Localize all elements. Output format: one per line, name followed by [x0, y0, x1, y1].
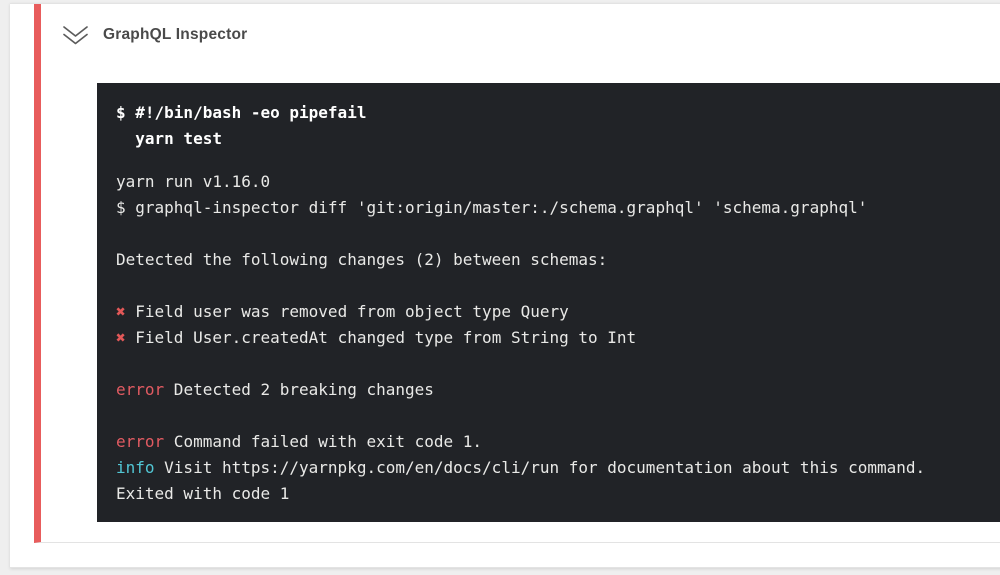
terminal-line	[116, 273, 1000, 299]
line-text: yarn test	[116, 129, 222, 148]
error-label: error	[116, 380, 165, 399]
terminal-line: Detected the following changes (2) betwe…	[116, 247, 1000, 273]
terminal-line: ✖ Field User.createdAt changed type from…	[116, 325, 1000, 351]
line-text: Field user was removed from object type …	[125, 302, 569, 321]
breaking-change-cross-icon: ✖	[116, 302, 126, 321]
double-chevron-down-icon[interactable]	[62, 25, 89, 45]
line-text: Command failed with exit code 1.	[164, 432, 483, 451]
line-text: yarn run v1.16.0	[116, 172, 271, 191]
breaking-change-cross-icon: ✖	[116, 328, 126, 347]
terminal-line	[116, 152, 1000, 169]
line-text: Exited with code 1	[116, 484, 290, 503]
terminal-line	[116, 351, 1000, 377]
terminal-line: $ #!/bin/bash -eo pipefail	[116, 100, 1000, 126]
line-text: Field User.createdAt changed type from S…	[125, 328, 637, 347]
terminal-line: yarn run v1.16.0	[116, 169, 1000, 195]
failed-step-section: GraphQL Inspector $ #!/bin/bash -eo pipe…	[34, 4, 1000, 543]
step-header[interactable]: GraphQL Inspector	[41, 4, 1000, 45]
step-title: GraphQL Inspector	[103, 26, 248, 43]
terminal-line: yarn test	[116, 126, 1000, 152]
terminal-line: error Detected 2 breaking changes	[116, 377, 1000, 403]
terminal-line: ✖ Field user was removed from object typ…	[116, 299, 1000, 325]
line-text: Visit https://yarnpkg.com/en/docs/cli/ru…	[154, 458, 926, 477]
line-text: Detected 2 breaking changes	[164, 380, 434, 399]
terminal-line: info Visit https://yarnpkg.com/en/docs/c…	[116, 455, 1000, 481]
terminal-output: $ #!/bin/bash -eo pipefail yarn test yarn…	[97, 83, 1000, 522]
line-text: $ #!/bin/bash -eo pipefail	[116, 103, 367, 122]
line-text: Detected the following changes (2) betwe…	[116, 250, 608, 269]
terminal-line: error Command failed with exit code 1.	[116, 429, 1000, 455]
build-output-card: GraphQL Inspector $ #!/bin/bash -eo pipe…	[10, 3, 1000, 568]
line-text: $ graphql-inspector diff 'git:origin/mas…	[116, 198, 868, 217]
terminal-line	[116, 403, 1000, 429]
terminal-line: Exited with code 1	[116, 481, 1000, 507]
terminal-line	[116, 221, 1000, 247]
error-label: error	[116, 432, 165, 451]
info-label: info	[116, 458, 155, 477]
terminal-line: $ graphql-inspector diff 'git:origin/mas…	[116, 195, 1000, 221]
